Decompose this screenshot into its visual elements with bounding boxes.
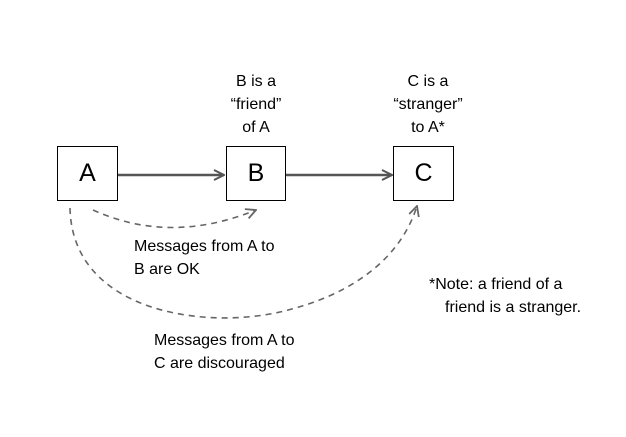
c-stranger-line-3: to A* bbox=[411, 119, 445, 136]
msg-ok-line-1: Messages from A to bbox=[134, 238, 275, 255]
b-friend-line-3: of A bbox=[242, 119, 270, 136]
footnote-line-2: friend is a stranger. bbox=[445, 299, 582, 316]
c-stranger-line-1: C is a bbox=[407, 73, 449, 90]
b-friend-annotation: B is a “friend” of A bbox=[206, 70, 306, 139]
msg-discouraged-line-1: Messages from A to bbox=[154, 332, 295, 349]
node-b: B bbox=[226, 146, 286, 201]
msg-discouraged-line-2: C are discouraged bbox=[154, 355, 285, 372]
dashed-arrow-a-to-c bbox=[69, 206, 417, 319]
node-c: C bbox=[393, 146, 454, 201]
footnote-line-1: *Note: a friend of a bbox=[429, 276, 563, 293]
b-friend-line-1: B is a bbox=[235, 73, 276, 90]
dashed-arrow-a-to-b bbox=[92, 210, 256, 229]
msg-ok-annotation: Messages from A to B are OK bbox=[134, 235, 275, 281]
c-stranger-line-2: “stranger” bbox=[393, 96, 463, 113]
node-a-label: A bbox=[79, 159, 96, 187]
node-c-label: C bbox=[414, 159, 433, 187]
footnote: *Note: a friend of a friend is a strange… bbox=[429, 273, 581, 319]
msg-discouraged-annotation: Messages from A to C are discouraged bbox=[154, 329, 295, 375]
node-a: A bbox=[57, 146, 118, 201]
b-friend-line-2: “friend” bbox=[230, 96, 282, 113]
node-b-label: B bbox=[247, 159, 265, 187]
msg-ok-line-2: B are OK bbox=[134, 261, 200, 278]
c-stranger-annotation: C is a “stranger” to A* bbox=[373, 70, 483, 139]
